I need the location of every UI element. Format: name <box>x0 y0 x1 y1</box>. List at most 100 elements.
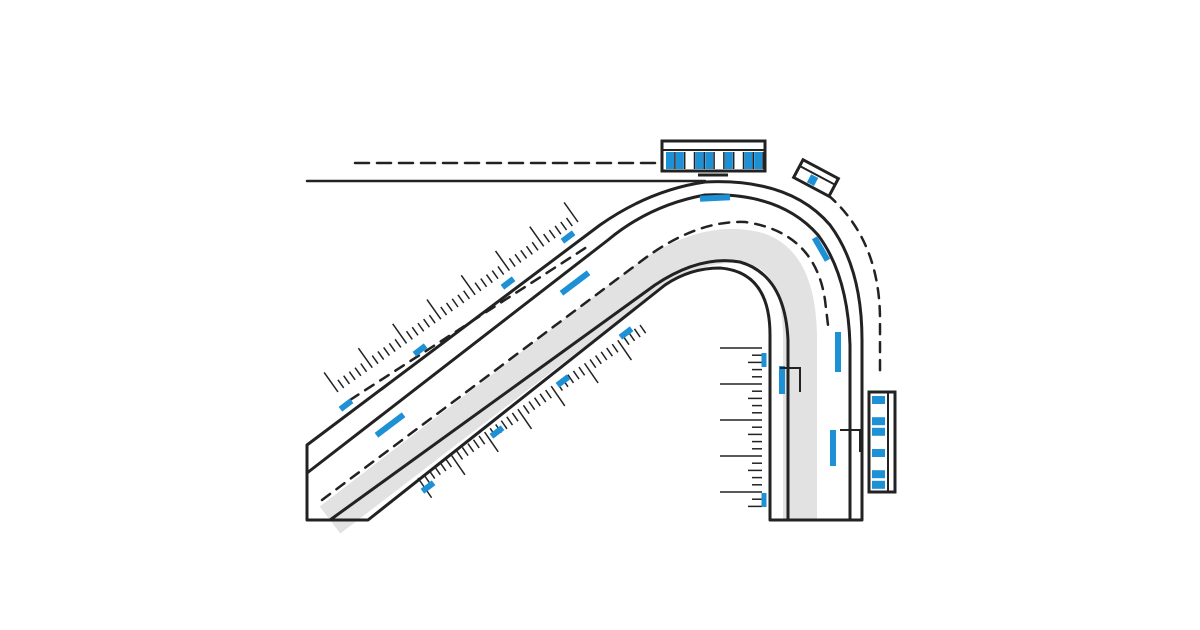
ruler-tick <box>508 257 516 267</box>
ruler-tick <box>377 351 385 361</box>
ruler-tick <box>405 330 413 340</box>
ruler-tick <box>348 371 356 381</box>
ruler-tick <box>531 241 539 251</box>
ruler-tick <box>600 351 608 361</box>
connector-cell <box>754 152 763 169</box>
tick-rulers <box>323 201 762 508</box>
inner-grey-band <box>319 228 817 534</box>
ruler-tick <box>428 314 436 324</box>
ruler-tick <box>472 439 480 449</box>
ruler-tick <box>337 379 345 389</box>
ruler-tick <box>560 221 568 231</box>
connector-cell <box>872 427 885 436</box>
ruler-tick <box>583 362 599 384</box>
pipe-outer-line-2 <box>305 193 852 522</box>
ruler-tick <box>343 375 351 385</box>
connector-cell <box>872 417 885 426</box>
ruler-tick <box>550 385 566 407</box>
blue-dash-marker <box>779 366 785 394</box>
blue-dash-marker <box>618 326 634 340</box>
ruler-tick <box>494 250 511 272</box>
connector-cell <box>872 449 885 457</box>
ruler-tick <box>578 366 586 376</box>
upper-dashed-line <box>348 243 592 402</box>
blue-dash-marker <box>560 230 576 244</box>
ruler-tick <box>383 346 391 357</box>
blue-dash-marker <box>338 398 354 412</box>
pipe-dashed-centerline <box>320 220 830 502</box>
ruler-tick <box>548 229 556 239</box>
ruler-tick <box>500 420 508 430</box>
connector-cell <box>715 152 723 169</box>
ruler-tick <box>445 458 453 468</box>
connector-cell <box>872 406 885 415</box>
ruler-tick <box>594 355 602 365</box>
ruler-tick <box>511 412 519 422</box>
ruler-tick <box>567 374 575 384</box>
blue-dash-marker <box>761 493 767 507</box>
ruler-tick <box>529 226 545 247</box>
ruler-tick <box>323 371 339 393</box>
blue-dash-marker <box>761 353 767 367</box>
ruler-tick <box>423 318 431 328</box>
ruler-tick <box>497 266 505 276</box>
connector-cell <box>872 470 885 479</box>
ruler-tick <box>457 294 465 304</box>
ruler-tick <box>517 408 533 430</box>
connector-cell <box>872 459 885 468</box>
ruler-tick <box>357 347 373 369</box>
ruler-tick <box>506 416 514 426</box>
ruler-tick <box>483 431 499 453</box>
blue-markers <box>338 194 841 507</box>
bracket-lines <box>780 367 861 452</box>
ruler-tick <box>411 326 419 336</box>
ruler-tick <box>525 245 533 255</box>
ruler-tick <box>463 290 471 300</box>
vertical-connector-block-icon <box>867 390 897 494</box>
connector-cell <box>734 152 743 169</box>
ruler-tick <box>539 393 547 403</box>
ruler-tick <box>371 355 379 365</box>
connector-block-icon <box>660 139 767 177</box>
pipe-inner-line <box>328 259 790 522</box>
ruler-tick <box>460 274 476 296</box>
ruler-tick <box>439 462 447 472</box>
pipe-outer-contour <box>305 180 864 522</box>
blue-dash-marker <box>555 374 571 388</box>
ruler-tick <box>528 401 536 411</box>
blue-dash-marker <box>489 425 505 439</box>
ruler-tick <box>426 299 442 320</box>
ruler-tick <box>445 302 453 312</box>
ruler-tick <box>520 249 528 259</box>
ruler-tick <box>478 435 486 445</box>
ruler-tick <box>606 347 613 357</box>
blue-dash-marker <box>559 270 591 296</box>
ruler-tick <box>491 270 499 280</box>
ruler-tick <box>589 358 597 369</box>
ruler-tick <box>639 324 647 334</box>
ruler-tick <box>617 339 633 361</box>
ruler-tick <box>543 233 551 243</box>
ruler-tick <box>533 397 541 407</box>
ruler-tick <box>456 450 464 460</box>
blue-dash-marker <box>699 194 731 202</box>
ruler-tick <box>422 473 430 483</box>
connector-cell <box>872 438 885 447</box>
ruler-tick <box>394 338 402 348</box>
connector-cell <box>872 480 885 489</box>
connector-cell <box>724 152 733 169</box>
connector-cell <box>872 396 885 404</box>
ruler-tick <box>545 389 552 399</box>
ruler-tick <box>392 323 408 344</box>
connector-cell <box>705 152 714 169</box>
ruler-tick <box>522 404 530 414</box>
connector-cell <box>685 152 694 169</box>
ruler-tick <box>572 370 580 380</box>
ruler-tick <box>514 253 522 263</box>
ruler-tick <box>461 446 469 457</box>
ruler-tick <box>467 443 475 453</box>
connector-cell <box>666 152 674 169</box>
connector-cell <box>744 152 753 169</box>
ruler-tick <box>485 274 493 284</box>
